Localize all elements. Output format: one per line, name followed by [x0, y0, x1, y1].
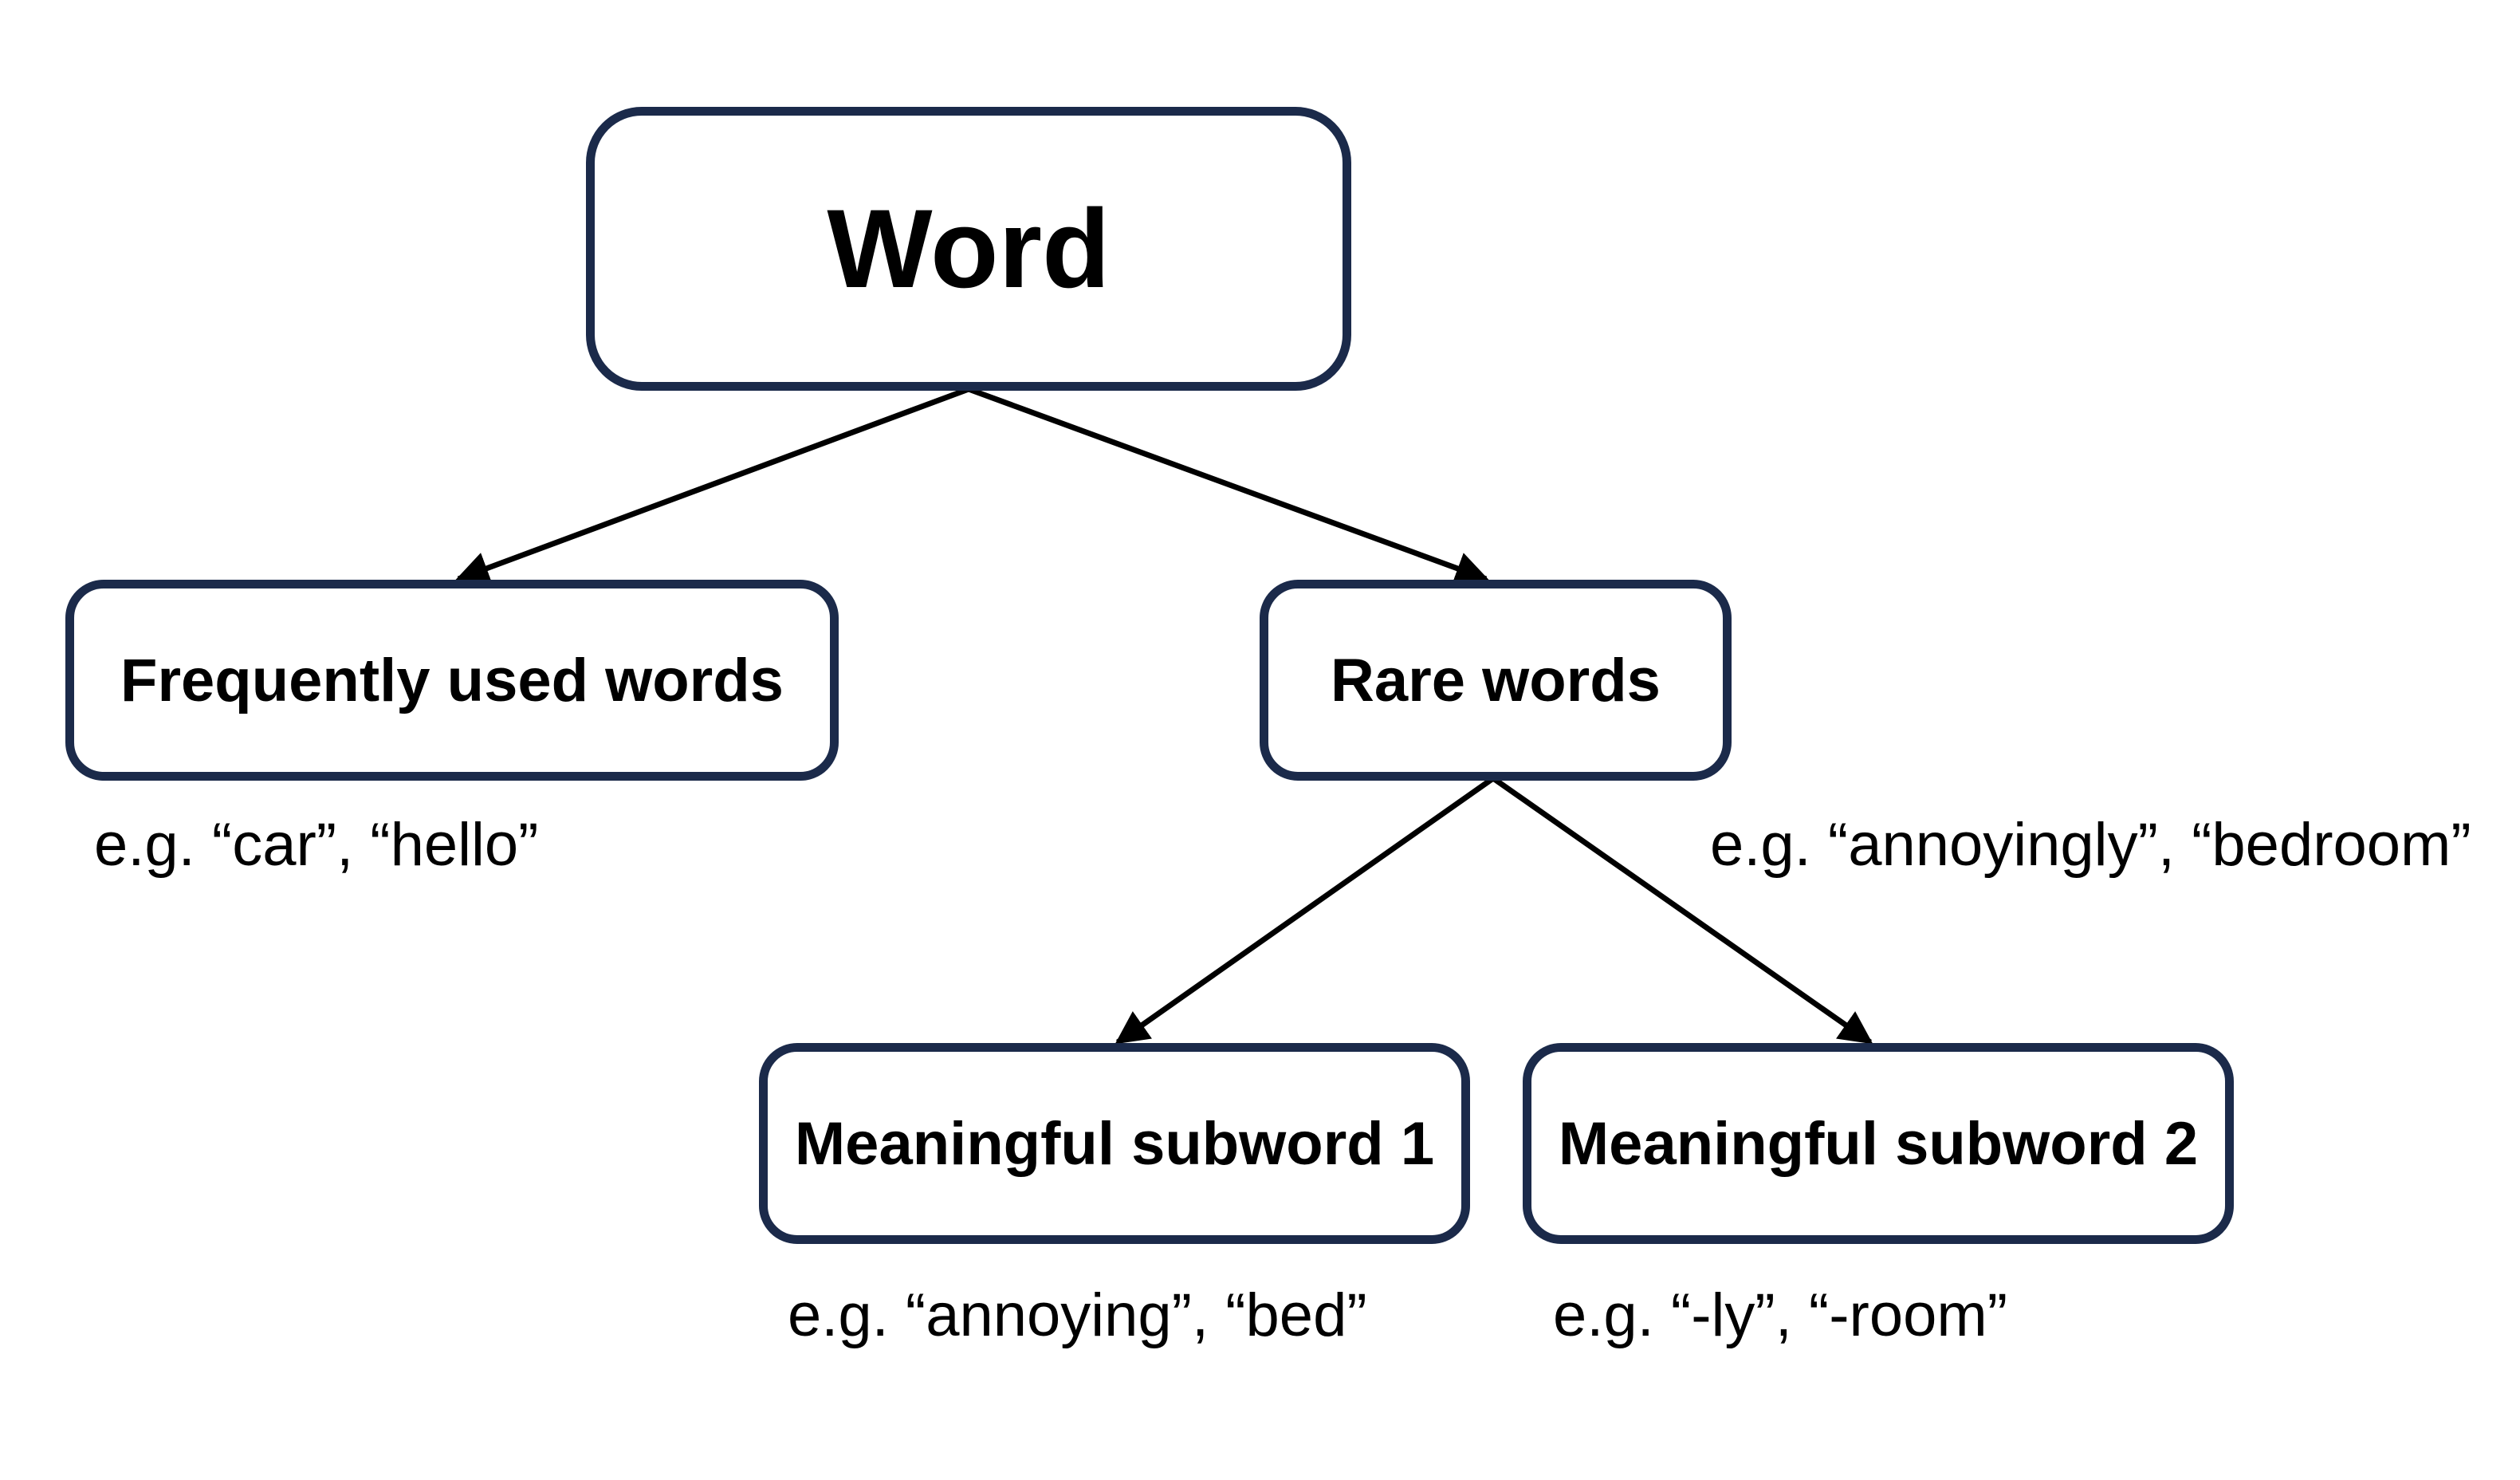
example-frequent-words: e.g. “car”, “hello”	[94, 811, 539, 879]
edge-word-to-frequent	[455, 386, 970, 585]
node-frequently-used-words: Frequently used words	[65, 580, 839, 781]
node-word-label: Word	[827, 186, 1111, 311]
node-rare-words: Rare words	[1260, 580, 1732, 781]
node-word: Word	[586, 107, 1351, 391]
edge-rare-to-subword1	[1115, 776, 1496, 1045]
example-rare-words: e.g. “annoyingly”, “bedroom”	[1710, 811, 2471, 879]
node-frequently-used-words-label: Frequently used words	[120, 646, 784, 714]
node-meaningful-subword-1-label: Meaningful subword 1	[794, 1109, 1435, 1178]
node-meaningful-subword-1: Meaningful subword 1	[759, 1043, 1470, 1244]
node-rare-words-label: Rare words	[1331, 646, 1661, 714]
edge-word-to-rare	[967, 386, 1489, 585]
node-meaningful-subword-2: Meaningful subword 2	[1523, 1043, 2234, 1244]
example-subword-2: e.g. “-ly”, “-room”	[1553, 1281, 2007, 1349]
edge-rare-to-subword2	[1491, 776, 1873, 1045]
example-subword-1: e.g. “annoying”, “bed”	[788, 1281, 1367, 1349]
node-meaningful-subword-2-label: Meaningful subword 2	[1558, 1109, 2199, 1178]
